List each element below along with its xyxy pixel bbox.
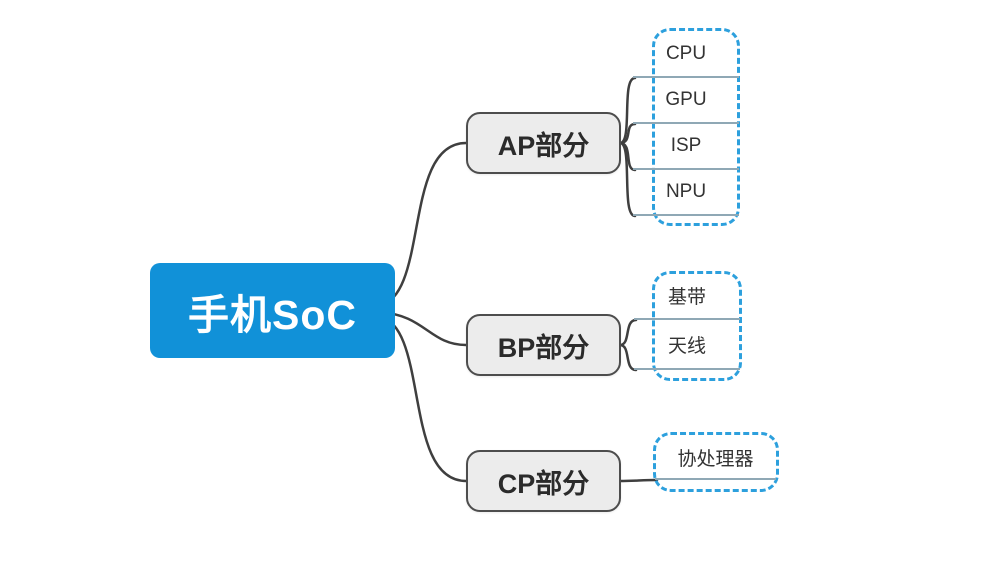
leaf-node-npu-label: NPU [665,181,707,202]
leaf-node-npu: NPU [633,170,739,216]
branch-node-ap-label: AP部分 [497,130,590,161]
branch-node-cp-label: CP部分 [497,468,590,499]
leaf-node-antenna-label: 天线 [667,335,706,357]
leaf-group-ap [652,28,740,226]
edge-cp-xiechuliqi [618,478,659,483]
root-node-label: 手机SoC [188,291,357,338]
leaf-group-bp [652,271,742,381]
leaf-group-cp [653,432,779,492]
branch-node-bp-label: BP部分 [497,332,590,363]
leaf-node-cpu-label: CPU [665,43,707,64]
leaf-node-gpu: GPU [633,78,739,124]
edge-ap-npu [618,141,637,218]
leaf-node-coprocessor-label: 协处理器 [677,448,754,470]
leaf-node-cpu: CPU [633,32,739,78]
branch-node-cp: CP部分 [466,450,621,512]
leaf-node-baseband: 基带 [634,273,740,320]
edge-bp-tianxian [618,343,638,372]
leaf-node-antenna: 天线 [634,320,740,370]
leaf-node-isp: ISP [633,124,739,170]
root-node-soc: 手机SoC [150,263,395,358]
leaf-node-coprocessor: 协处理器 [655,436,776,480]
leaf-node-baseband-label: 基带 [667,287,706,308]
leaf-node-gpu-label: GPU [665,89,707,110]
leaf-node-isp-label: ISP [670,135,702,156]
branch-node-bp: BP部分 [466,314,621,376]
branch-node-ap: AP部分 [466,112,621,174]
